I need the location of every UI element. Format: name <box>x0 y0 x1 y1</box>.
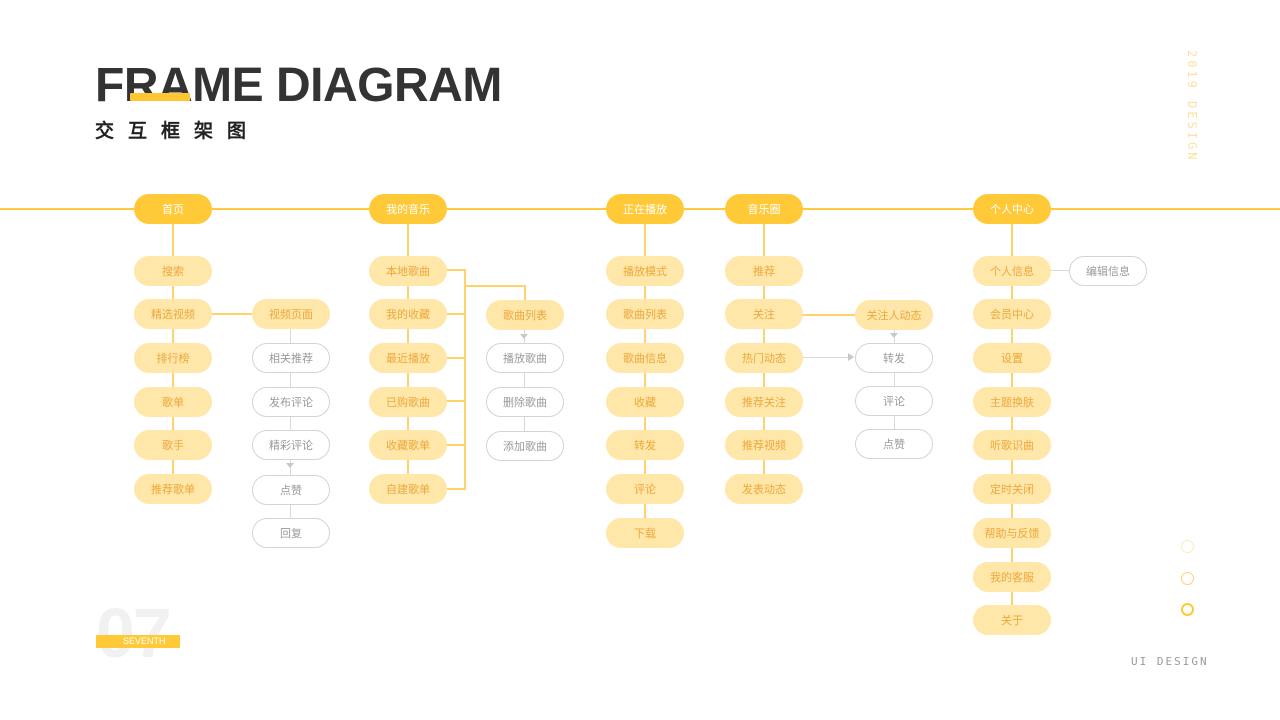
video-page-node[interactable]: 视频页面 <box>252 299 330 329</box>
now-playing-item-mode[interactable]: 播放模式 <box>606 256 684 286</box>
page-number: 07 <box>96 594 172 672</box>
page-dot-3[interactable] <box>1181 603 1194 616</box>
my-music-item-purchased[interactable]: 已购歌曲 <box>369 387 447 417</box>
my-music-item-saved-playlists[interactable]: 收藏歌单 <box>369 430 447 460</box>
title-accent-bar <box>130 93 190 101</box>
video-branch-connector-vertical <box>290 328 291 518</box>
home-item-charts[interactable]: 排行榜 <box>134 343 212 373</box>
music-circle-item-recommend[interactable]: 推荐 <box>725 256 803 286</box>
my-music-item-favorites[interactable]: 我的收藏 <box>369 299 447 329</box>
now-playing-item-song-info[interactable]: 歌曲信息 <box>606 343 684 373</box>
now-playing-item-favorite[interactable]: 收藏 <box>606 387 684 417</box>
now-playing-item-share[interactable]: 转发 <box>606 430 684 460</box>
personal-item-themes[interactable]: 主题换肤 <box>973 387 1051 417</box>
edit-info-node[interactable]: 编辑信息 <box>1069 256 1147 286</box>
song-list-item-delete[interactable]: 删除歌曲 <box>486 387 564 417</box>
follow-item-comment[interactable]: 评论 <box>855 386 933 416</box>
now-playing-connector <box>644 222 646 532</box>
bracket-tick-2 <box>445 313 465 315</box>
home-root-node[interactable]: 首页 <box>134 194 212 224</box>
bracket-connector <box>464 269 466 490</box>
down-arrow-icon <box>286 463 294 468</box>
personal-item-customer-service[interactable]: 我的客服 <box>973 562 1051 592</box>
home-item-playlists[interactable]: 歌单 <box>134 387 212 417</box>
my-music-item-recent[interactable]: 最近播放 <box>369 343 447 373</box>
song-list-branch-connector <box>464 285 525 287</box>
music-circle-item-post[interactable]: 发表动态 <box>725 474 803 504</box>
page-tag: SEVENTH <box>96 635 180 648</box>
follow-branch-connector <box>801 314 856 316</box>
personal-item-membership[interactable]: 会员中心 <box>973 299 1051 329</box>
video-item-related[interactable]: 相关推荐 <box>252 343 330 373</box>
personal-item-profile[interactable]: 个人信息 <box>973 256 1051 286</box>
my-music-item-local[interactable]: 本地歌曲 <box>369 256 447 286</box>
follow-item-like[interactable]: 点赞 <box>855 429 933 459</box>
my-music-root-node[interactable]: 我的音乐 <box>369 194 447 224</box>
now-playing-item-comment[interactable]: 评论 <box>606 474 684 504</box>
now-playing-item-download[interactable]: 下载 <box>606 518 684 548</box>
music-circle-item-recommended-videos[interactable]: 推荐视频 <box>725 430 803 460</box>
bracket-tick-5 <box>445 444 465 446</box>
home-item-artists[interactable]: 歌手 <box>134 430 212 460</box>
down-arrow-icon <box>890 333 898 338</box>
bracket-tick-4 <box>445 400 465 402</box>
now-playing-item-song-list[interactable]: 歌曲列表 <box>606 299 684 329</box>
right-arrow-icon <box>848 353 854 361</box>
edit-info-connector <box>1049 270 1070 271</box>
song-list-item-play[interactable]: 播放歌曲 <box>486 343 564 373</box>
video-item-post-comment[interactable]: 发布评论 <box>252 387 330 417</box>
video-item-top-comments[interactable]: 精彩评论 <box>252 430 330 460</box>
year-label: 2019 DESIGN <box>1185 50 1199 163</box>
personal-center-root-node[interactable]: 个人中心 <box>973 194 1051 224</box>
page-title: FRAME DIAGRAM <box>95 59 502 112</box>
song-list-item-add[interactable]: 添加歌曲 <box>486 431 564 461</box>
bracket-tick-6 <box>445 488 465 490</box>
ui-design-label: UI DESIGN <box>1131 655 1209 668</box>
music-circle-item-follow[interactable]: 关注 <box>725 299 803 329</box>
music-circle-root-node[interactable]: 音乐圈 <box>725 194 803 224</box>
my-music-item-created-playlists[interactable]: 自建歌单 <box>369 474 447 504</box>
now-playing-root-node[interactable]: 正在播放 <box>606 194 684 224</box>
video-item-reply[interactable]: 回复 <box>252 518 330 548</box>
page-subtitle: 交互框架图 <box>95 120 261 142</box>
personal-item-about[interactable]: 关于 <box>973 605 1051 635</box>
song-list-branch-drop <box>524 285 526 301</box>
video-branch-connector <box>210 313 252 315</box>
bracket-tick-1 <box>445 269 465 271</box>
page-dot-2[interactable] <box>1181 572 1194 585</box>
personal-item-settings[interactable]: 设置 <box>973 343 1051 373</box>
trending-arrow-line <box>801 357 849 358</box>
follow-feed-node[interactable]: 关注人动态 <box>855 300 933 330</box>
home-item-search[interactable]: 搜索 <box>134 256 212 286</box>
music-circle-item-trending[interactable]: 热门动态 <box>725 343 803 373</box>
personal-item-sleep-timer[interactable]: 定时关闭 <box>973 474 1051 504</box>
home-item-featured-video[interactable]: 精选视频 <box>134 299 212 329</box>
home-item-recommended-playlists[interactable]: 推荐歌单 <box>134 474 212 504</box>
personal-center-connector <box>1011 222 1013 620</box>
personal-item-song-recognition[interactable]: 听歌识曲 <box>973 430 1051 460</box>
bracket-tick-3 <box>445 357 465 359</box>
page-dot-1[interactable] <box>1181 540 1194 553</box>
personal-item-help-feedback[interactable]: 帮助与反馈 <box>973 518 1051 548</box>
follow-item-share[interactable]: 转发 <box>855 343 933 373</box>
song-list-node[interactable]: 歌曲列表 <box>486 300 564 330</box>
music-circle-item-suggested-follows[interactable]: 推荐关注 <box>725 387 803 417</box>
down-arrow-icon <box>520 334 528 339</box>
video-item-like[interactable]: 点赞 <box>252 475 330 505</box>
